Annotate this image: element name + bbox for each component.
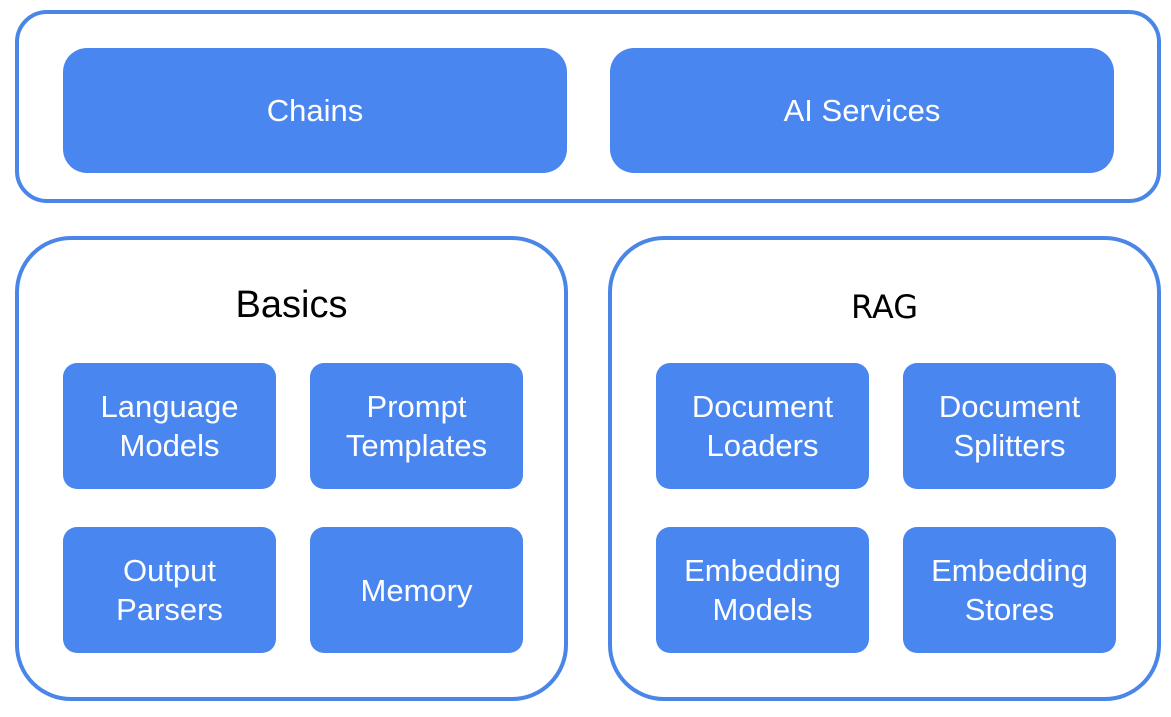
- box-label-line1: Output: [122, 553, 217, 588]
- embedding-models-box: Embedding Models: [656, 527, 869, 653]
- document-loaders-box: Document Loaders: [656, 363, 869, 489]
- rag-panel: RAG Document Loaders Document Splitters …: [608, 236, 1161, 701]
- top-panel: Chains AI Services: [15, 10, 1161, 203]
- box-label-line2: Loaders: [706, 428, 819, 463]
- language-models-box: Language Models: [63, 363, 276, 489]
- basics-title: Basics: [235, 284, 348, 326]
- document-splitters-box: Document Splitters: [903, 363, 1116, 489]
- memory-box: Memory: [310, 527, 523, 653]
- embedding-stores-box: Embedding Stores: [903, 527, 1116, 653]
- basics-panel: Basics Language Models Prompt Templates …: [15, 236, 568, 701]
- ai-services-label: AI Services: [783, 93, 941, 128]
- box-label-line2: Models: [119, 428, 220, 463]
- box-label-line1: Embedding: [684, 553, 841, 588]
- box-label-line2: Parsers: [116, 592, 223, 627]
- rag-title: RAG: [850, 288, 919, 326]
- prompt-templates-box: Prompt Templates: [310, 363, 523, 489]
- box-label-line1: Language: [100, 389, 239, 424]
- box-label-line2: Templates: [345, 428, 488, 463]
- box-label-line2: Splitters: [953, 428, 1066, 463]
- chains-label: Chains: [266, 93, 364, 128]
- box-label-line2: Models: [712, 592, 813, 627]
- output-parsers-box: Output Parsers: [63, 527, 276, 653]
- ai-services-box: AI Services: [610, 48, 1114, 173]
- box-label-line1: Prompt: [366, 389, 467, 424]
- box-label-line1: Embedding: [931, 553, 1088, 588]
- box-label-line1: Memory: [360, 572, 473, 608]
- box-label-line2: Stores: [964, 592, 1055, 627]
- box-label-line1: Document: [938, 389, 1081, 424]
- box-label-line1: Document: [691, 389, 834, 424]
- chains-box: Chains: [63, 48, 567, 173]
